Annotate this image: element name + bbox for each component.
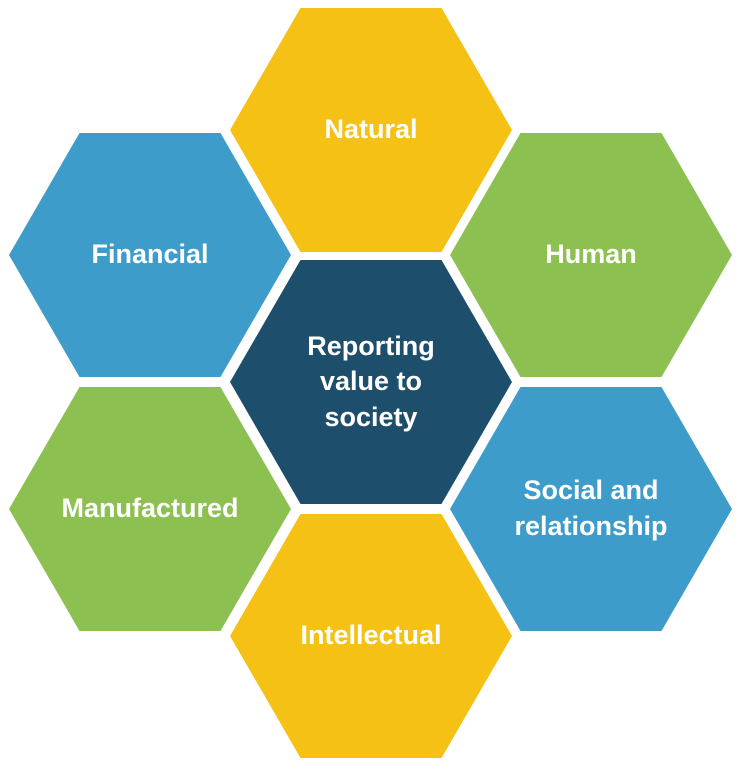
hexagon-human: Human	[450, 133, 732, 377]
hexagon-natural: Natural	[230, 8, 512, 252]
hexagon-intellectual: Intellectual	[230, 514, 512, 758]
hexagon-financial-label: Financial	[91, 239, 209, 270]
hexagon-social-relationship-label: Social and relationship	[514, 475, 668, 541]
hexagon-natural-label: Natural	[324, 114, 418, 145]
hexagon-social-relationship: Social and relationship	[450, 387, 732, 631]
hexagon-human-label: Human	[545, 239, 637, 270]
hexagon-center-label: Reporting value to society	[307, 330, 435, 432]
hexagon-financial: Financial	[9, 133, 291, 377]
hexagon-intellectual-label: Intellectual	[300, 620, 442, 651]
hexagon-manufactured-label: Manufactured	[61, 493, 239, 524]
hexagon-manufactured: Manufactured	[9, 387, 291, 631]
hexagon-center-reporting-value: Reporting value to society	[230, 260, 512, 504]
